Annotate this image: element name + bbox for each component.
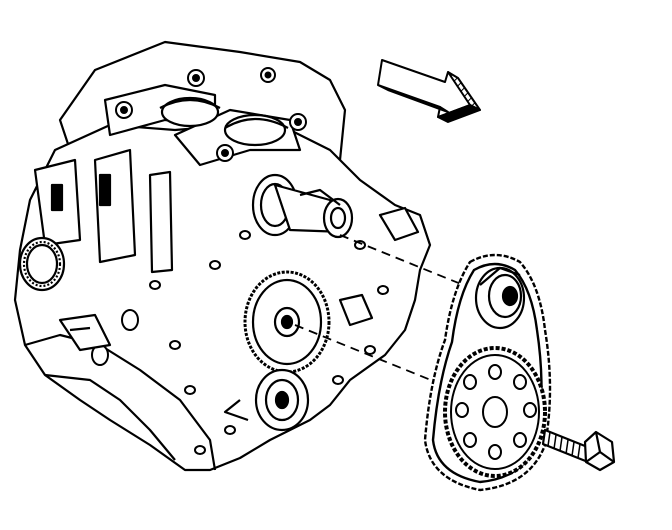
- block-crank-gear: [243, 270, 331, 374]
- camshaft-journal: [251, 173, 354, 239]
- crankshaft-sprocket: [443, 346, 547, 478]
- sprocket-lightening-holes: [455, 364, 537, 460]
- rear-seal: [18, 236, 66, 292]
- engine-block: [13, 40, 432, 472]
- camshaft-sprocket: [474, 266, 526, 330]
- sprocket-bolt-icon: [541, 428, 616, 472]
- lower-pulley: [254, 368, 310, 432]
- direction-arrow-icon: [377, 59, 481, 123]
